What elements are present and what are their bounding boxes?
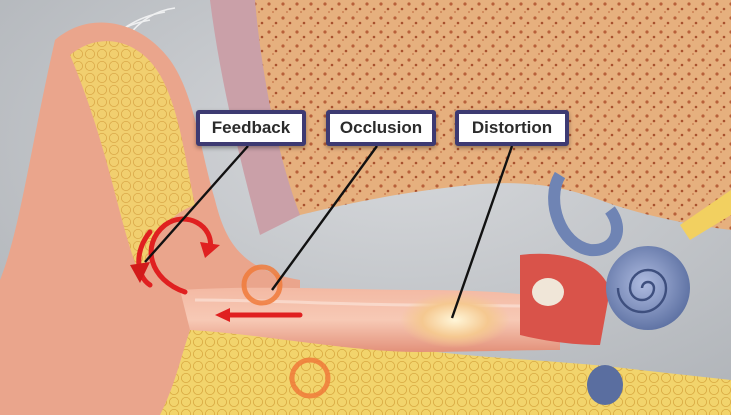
distortion-glow — [400, 292, 510, 348]
ossicles — [532, 278, 564, 306]
occlusion-label-text: Occlusion — [340, 118, 422, 138]
distortion-label-text: Distortion — [472, 118, 552, 138]
feedback-label-text: Feedback — [212, 118, 290, 138]
occlusion-label: Occlusion — [326, 110, 436, 146]
feedback-label: Feedback — [196, 110, 306, 146]
eustachian-tube — [587, 365, 623, 405]
distortion-label: Distortion — [455, 110, 569, 146]
